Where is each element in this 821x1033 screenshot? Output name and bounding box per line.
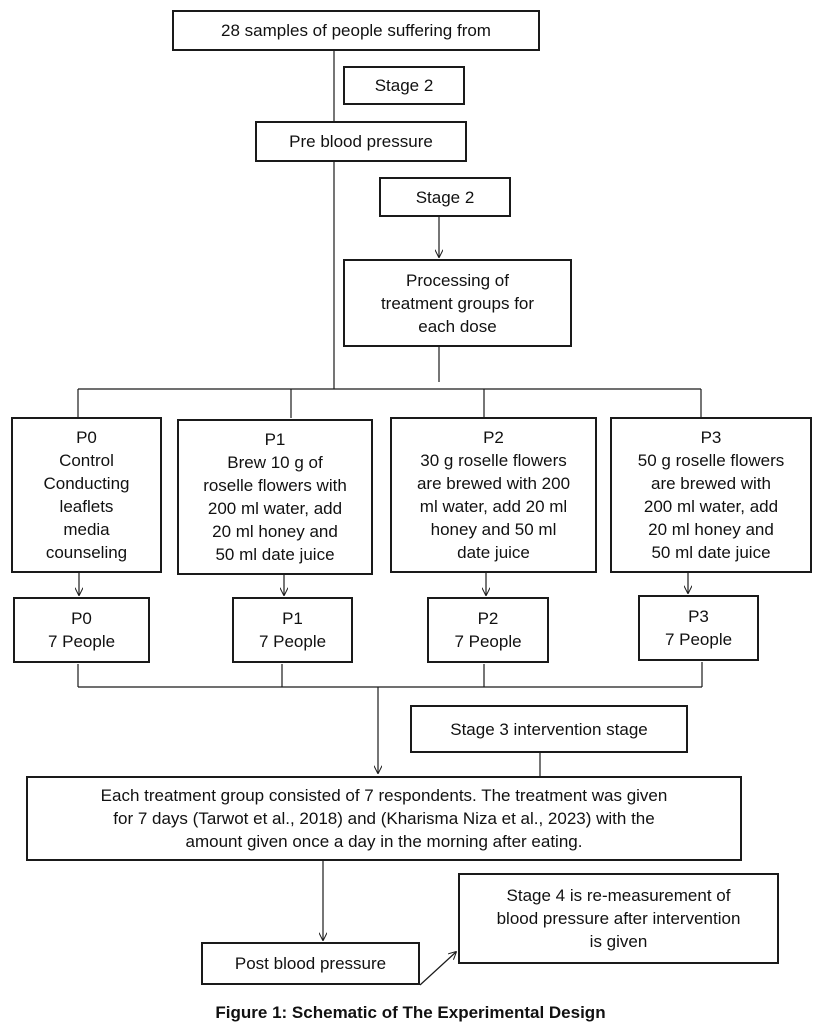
stage4-box: Stage 4 is re-measurement of blood pressu…	[458, 873, 779, 964]
box-text-line: 200 ml water, add	[643, 497, 779, 516]
box-text-line: P3	[700, 428, 722, 447]
box-text-line: are brewed with 200	[416, 474, 571, 493]
box-text-line: P3	[688, 607, 709, 626]
box-text-line: Each treatment group consisted of 7 resp…	[100, 786, 668, 805]
box-text-line: 20 ml honey and	[212, 522, 338, 541]
box-text-line: each dose	[418, 316, 497, 336]
box-text-line: leaflets	[59, 497, 114, 516]
box-text-line: P0	[76, 428, 97, 447]
each-group-box: Each treatment group consisted of 7 resp…	[26, 776, 742, 861]
p1-people-box: P1 7 People	[232, 597, 353, 663]
box-text-line: 50 g roselle flowers	[637, 451, 785, 470]
box-text-line: P0	[71, 609, 92, 628]
box-text-line: Stage 2	[374, 76, 434, 95]
box-text-line: 28 samples of people suffering from	[221, 21, 491, 40]
box-text-line: Pre blood pressure	[289, 132, 433, 151]
box-text-line: treatment groups for	[380, 293, 535, 313]
pre-blood-pressure-box: Pre blood pressure	[255, 121, 467, 162]
box-text-line: P1	[264, 430, 286, 449]
samples-box: 28 samples of people suffering from	[172, 10, 540, 51]
box-text-line: Stage 3 intervention stage	[450, 719, 648, 739]
box-text-line: 50 ml date juice	[651, 543, 771, 562]
box-text-line: blood pressure after intervention	[496, 909, 741, 928]
box-text-line: 7 People	[258, 632, 327, 651]
box-text-line: 200 ml water, add	[207, 499, 343, 518]
box-text-line: 7 People	[47, 632, 116, 651]
box-text-line: amount given once a day in the morning a…	[185, 832, 583, 851]
box-text-line: are brewed with	[650, 474, 771, 493]
stage2-top-box: Stage 2	[343, 66, 465, 105]
box-text-line: is given	[589, 932, 648, 951]
p2-treatment-box: P2 30 g roselle flowers are brewed with 20…	[390, 417, 597, 573]
box-text-line: 30 g roselle flowers	[420, 451, 567, 470]
box-text-line: P1	[282, 609, 303, 628]
p3-people-box: P3 7 People	[638, 595, 759, 661]
p2-people-box: P2 7 People	[427, 597, 549, 663]
box-text-line: P2	[477, 609, 499, 628]
box-text-line: roselle flowers with	[203, 476, 347, 495]
processing-box: Processing of treatment groups for each do…	[343, 259, 572, 347]
box-text-line: Control	[59, 451, 114, 470]
box-text-line: honey and 50 ml	[430, 520, 557, 539]
box-text-line: 50 ml date juice	[215, 545, 335, 564]
box-text-line: counseling	[45, 543, 128, 562]
box-text-line: P2	[483, 428, 504, 447]
p3-treatment-box: P3 50 g roselle flowers are brewed with 200…	[610, 417, 812, 573]
box-text-line: Stage 4 is re-measurement of	[506, 886, 731, 905]
box-text-line: date juice	[457, 543, 530, 562]
box-text-line: Brew 10 g of	[227, 453, 323, 472]
figure-caption: Figure 1: Schematic of The Experimental …	[215, 1003, 606, 1022]
box-text-line: 7 People	[454, 632, 522, 651]
p0-people-box: P0 7 People	[13, 597, 150, 663]
box-text-line: 7 People	[664, 630, 733, 649]
box-text-line: Post blood pressure	[234, 954, 387, 973]
box-text-line: Stage 2	[415, 187, 475, 207]
box-text-line: Conducting	[43, 474, 130, 493]
post-blood-pressure-box: Post blood pressure	[201, 942, 420, 985]
box-text-line: media	[63, 520, 110, 539]
box-text-line: 20 ml honey and	[648, 520, 774, 539]
stage2-mid-box: Stage 2	[379, 177, 511, 217]
box-text-line: ml water, add 20 ml	[419, 497, 568, 516]
arrow-post-to-stage4	[419, 952, 456, 986]
box-text-line: Processing of	[405, 270, 509, 290]
stage3-box: Stage 3 intervention stage	[410, 705, 688, 753]
box-text-line: for 7 days (Tarwot et al., 2018) and (Kh…	[113, 809, 655, 828]
